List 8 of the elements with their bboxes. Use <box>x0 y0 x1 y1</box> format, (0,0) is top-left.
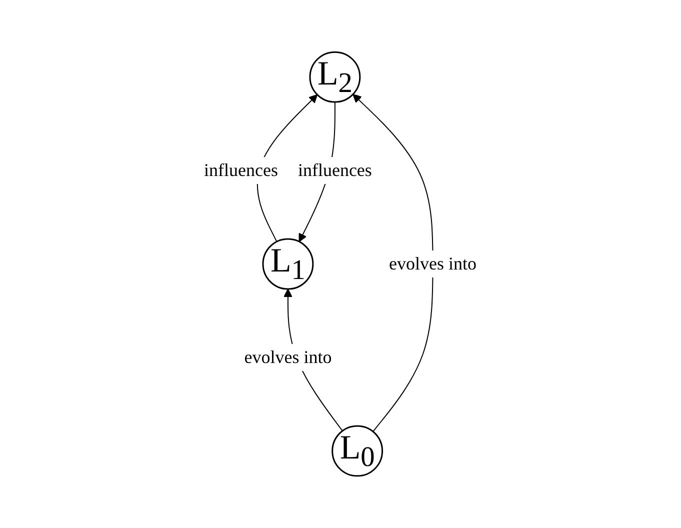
node-circle: L$_{1}$ <box>262 238 314 290</box>
edge-label: influences <box>204 160 278 180</box>
node-circle: L$_{2}$ <box>309 51 361 103</box>
edge-label: evolves into <box>389 254 477 274</box>
arrow <box>352 94 434 432</box>
edge-label: influences <box>298 160 372 180</box>
node-circle: L$_{0}$ <box>332 425 384 477</box>
edge-label: evolves into <box>244 346 332 367</box>
